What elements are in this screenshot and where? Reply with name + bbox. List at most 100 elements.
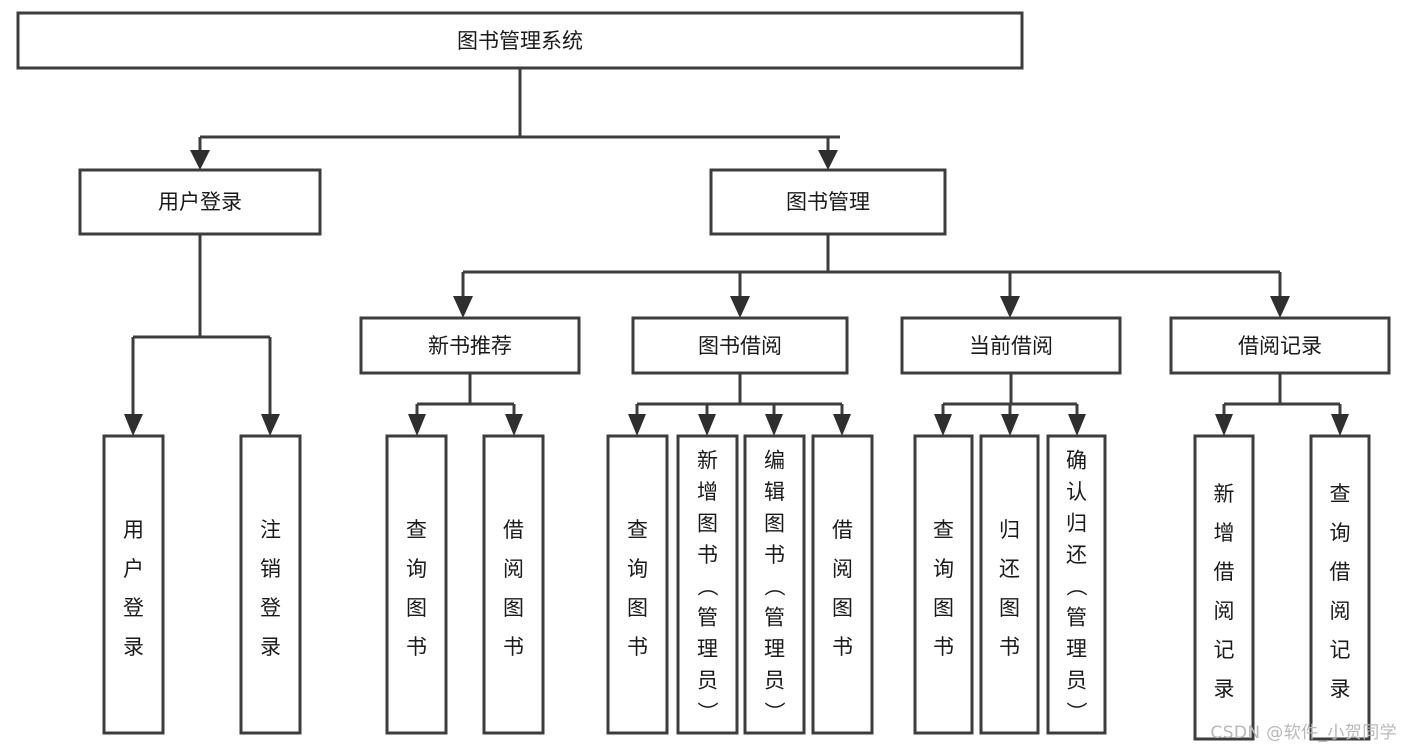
node-leaf-query-book-c-box[interactable] xyxy=(913,434,974,735)
vertical-glyph: 编 xyxy=(764,449,785,473)
vertical-glyph: 借 xyxy=(1330,560,1351,584)
vertical-glyph: 理 xyxy=(1066,637,1087,661)
node-leaf-borrow-book-b[interactable] xyxy=(811,434,874,735)
vertical-glyph: 阅 xyxy=(1330,599,1351,623)
node-root-label: 图书管理系统 xyxy=(457,29,583,53)
vertical-glyph: 书 xyxy=(697,543,718,567)
arrow-to-leaf-add-record xyxy=(1215,414,1233,436)
node-root-box[interactable] xyxy=(16,11,1024,70)
vertical-glyph: 记 xyxy=(1214,638,1235,662)
vertical-glyph: 录 xyxy=(1214,677,1235,701)
node-leaf-add-book-admin[interactable] xyxy=(676,434,739,735)
node-book-borrow[interactable]: 图书借阅 xyxy=(631,316,849,375)
vertical-glyph: 认 xyxy=(1066,480,1087,504)
arrow-to-book-manage xyxy=(818,150,838,170)
node-new-book-rec-box[interactable] xyxy=(359,316,581,375)
vertical-glyph: 图 xyxy=(503,596,524,620)
vertical-glyph: 登 xyxy=(123,596,144,620)
vertical-glyph: 增 xyxy=(697,480,718,504)
node-leaf-user-login-box[interactable] xyxy=(102,434,165,735)
vertical-glyph: 图 xyxy=(697,511,718,535)
node-current-borrow[interactable]: 当前借阅 xyxy=(900,316,1122,375)
arrow-to-leaf-add-book-admin xyxy=(698,414,716,436)
node-leaf-query-book-a[interactable] xyxy=(385,434,448,735)
node-leaf-borrow-book-a[interactable] xyxy=(482,434,545,735)
node-borrow-record-box[interactable] xyxy=(1169,316,1391,375)
node-leaf-return-book[interactable] xyxy=(979,434,1040,735)
vertical-glyph: 录 xyxy=(1330,677,1351,701)
vertical-glyph: 阅 xyxy=(832,557,853,581)
vertical-glyph: 增 xyxy=(1214,521,1235,545)
vertical-glyph: 查 xyxy=(406,518,427,542)
vertical-glyph: 阅 xyxy=(503,557,524,581)
node-borrow-record[interactable]: 借阅记录 xyxy=(1169,316,1391,375)
node-leaf-borrow-book-b-box[interactable] xyxy=(811,434,874,735)
vertical-glyph: 理 xyxy=(764,637,785,661)
node-leaf-query-record-box[interactable] xyxy=(1309,434,1371,741)
vertical-glyph: 查 xyxy=(933,518,954,542)
node-leaf-query-book-a-box[interactable] xyxy=(385,434,448,735)
node-root[interactable]: 图书管理系统 xyxy=(16,11,1024,70)
vertical-glyph: 还 xyxy=(999,557,1020,581)
node-leaf-borrow-book-a-box[interactable] xyxy=(482,434,545,735)
node-leaf-query-book-b[interactable] xyxy=(606,434,669,735)
node-leaf-query-book-c[interactable] xyxy=(913,434,974,735)
node-user-login-label: 用户登录 xyxy=(158,190,242,214)
node-user-login-box[interactable] xyxy=(78,168,322,236)
arrow-to-leaf-query-book-a xyxy=(408,414,426,436)
node-leaf-add-record[interactable] xyxy=(1193,434,1255,741)
vertical-glyph: 书 xyxy=(503,635,524,659)
arrow-to-book-borrow xyxy=(730,296,750,318)
node-book-borrow-box[interactable] xyxy=(631,316,849,375)
vertical-glyph: 阅 xyxy=(1214,599,1235,623)
node-leaf-confirm-return-admin[interactable] xyxy=(1046,434,1107,735)
vertical-glyph: 录 xyxy=(123,635,144,659)
arrow-to-leaf-query-record xyxy=(1331,414,1349,436)
vertical-glyph: 登 xyxy=(260,596,281,620)
node-leaf-query-record[interactable] xyxy=(1309,434,1371,741)
node-leaf-confirm-return-admin-box[interactable] xyxy=(1046,434,1107,735)
node-leaf-logout[interactable] xyxy=(239,434,302,735)
node-leaf-return-book-box[interactable] xyxy=(979,434,1040,735)
node-leaf-edit-book-admin-box[interactable] xyxy=(743,434,806,735)
vertical-glyph: 员 xyxy=(1066,669,1087,693)
connector-layer xyxy=(124,68,1349,436)
vertical-glyph: 管 xyxy=(764,606,785,630)
node-leaf-query-book-b-box[interactable] xyxy=(606,434,669,735)
vertical-glyph: 确 xyxy=(1066,449,1087,473)
arrow-to-borrow-record xyxy=(1270,296,1290,318)
node-book-manage[interactable]: 图书管理 xyxy=(709,168,947,236)
node-book-borrow-label: 图书借阅 xyxy=(698,334,782,358)
arrow-to-leaf-logout xyxy=(261,414,280,436)
vertical-glyph: 图 xyxy=(999,596,1020,620)
vertical-glyph: 用 xyxy=(123,518,144,542)
node-leaf-add-book-admin-box[interactable] xyxy=(676,434,739,735)
vertical-glyph: 图 xyxy=(627,596,648,620)
vertical-glyph: 图 xyxy=(933,596,954,620)
node-book-manage-label: 图书管理 xyxy=(786,190,870,214)
node-new-book-rec[interactable]: 新书推荐 xyxy=(359,316,581,375)
node-leaf-logout-box[interactable] xyxy=(239,434,302,735)
vertical-glyph: 归 xyxy=(1066,511,1087,535)
node-leaf-user-login[interactable] xyxy=(102,434,165,735)
vertical-glyph: （ xyxy=(1064,576,1088,597)
node-leaf-edit-book-admin[interactable] xyxy=(743,434,806,735)
vertical-glyph: 询 xyxy=(627,557,648,581)
arrow-to-leaf-return-book xyxy=(1001,414,1019,436)
node-current-borrow-box[interactable] xyxy=(900,316,1122,375)
vertical-glyph: 图 xyxy=(764,511,785,535)
vertical-glyph: 员 xyxy=(697,669,718,693)
node-book-manage-box[interactable] xyxy=(709,168,947,236)
node-leaf-add-record-box[interactable] xyxy=(1193,434,1255,741)
arrow-to-leaf-user-login xyxy=(124,414,143,436)
node-user-login[interactable]: 用户登录 xyxy=(78,168,322,236)
